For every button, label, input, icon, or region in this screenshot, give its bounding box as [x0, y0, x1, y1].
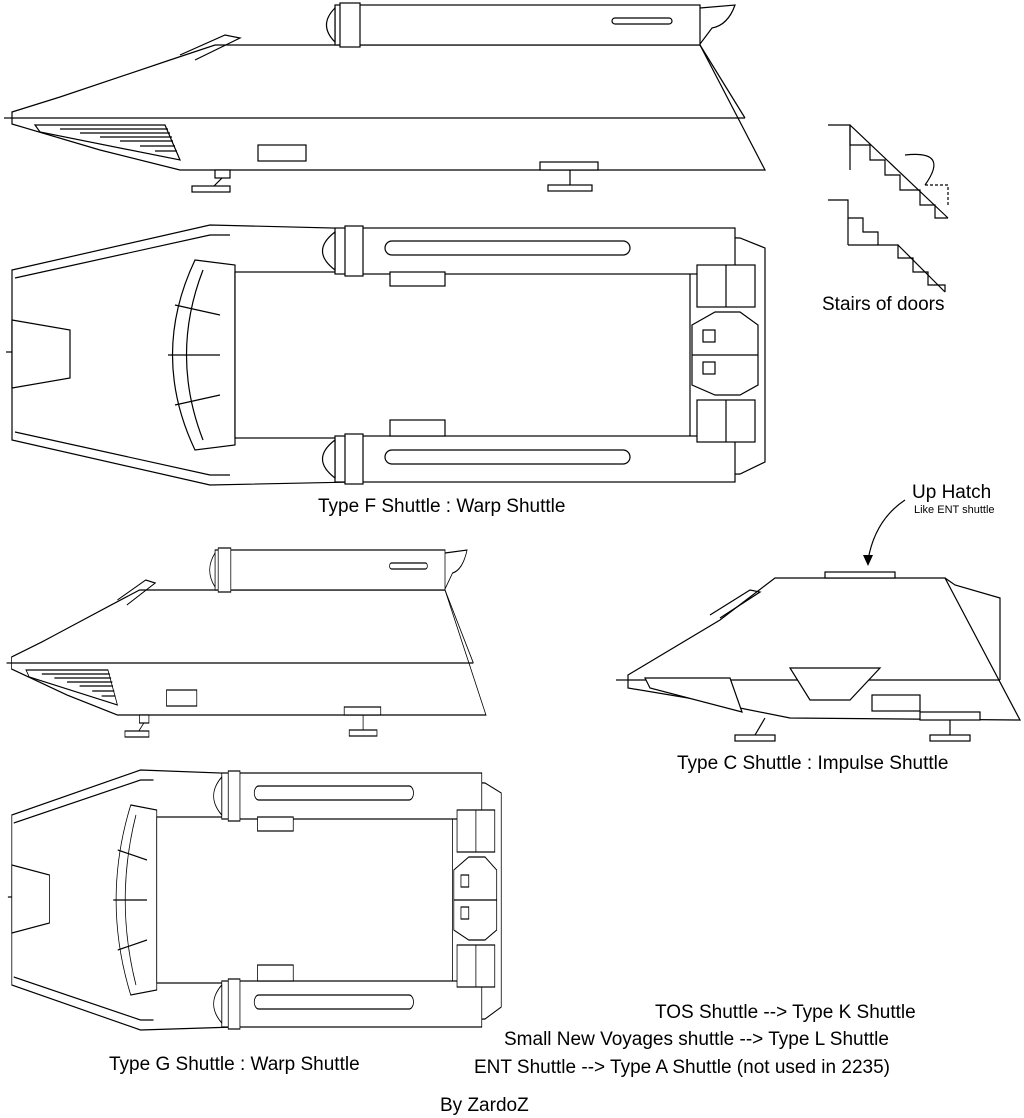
type-g-side-view: [5, 547, 487, 738]
up-hatch-label: Up Hatch: [912, 482, 992, 503]
type-c-label: Type C Shuttle : Impulse Shuttle: [677, 753, 949, 774]
type-f-top-view: [5, 224, 766, 486]
up-hatch-note: Like ENT shuttle: [914, 504, 995, 516]
type-f-side-view: [3, 2, 766, 193]
stairs-label: Stairs of doors: [822, 294, 945, 315]
stairs-diagram: [828, 124, 949, 293]
type-c-side-view: [616, 571, 1022, 742]
note-line: TOS Shuttle --> Type K Shuttle: [655, 1002, 916, 1023]
type-f-label: Type F Shuttle : Warp Shuttle: [318, 496, 566, 517]
arrow-head-icon: [863, 555, 873, 566]
hatch-arrow: [867, 499, 906, 561]
note-line: Small New Voyages shuttle --> Type L Shu…: [504, 1029, 889, 1050]
note-line: ENT Shuttle --> Type A Shuttle (not used…: [474, 1057, 890, 1078]
type-g-top-view: [7, 769, 502, 1031]
credit-label: By ZardoZ: [440, 1095, 529, 1116]
type-g-label: Type G Shuttle : Warp Shuttle: [109, 1054, 360, 1075]
